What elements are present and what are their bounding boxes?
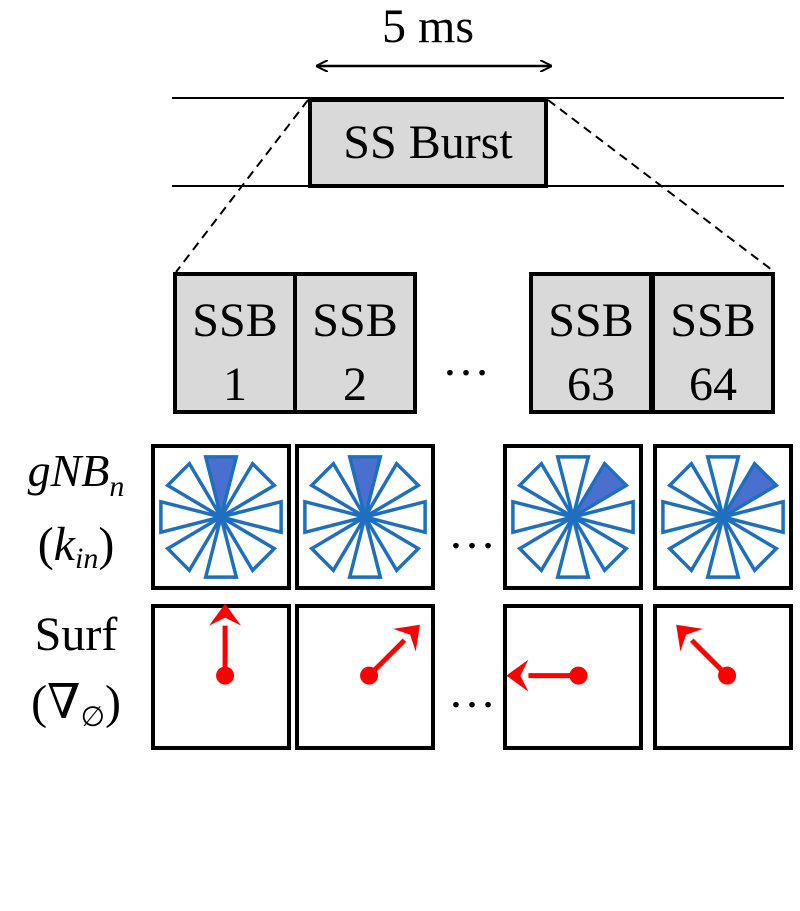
beam <box>572 499 635 535</box>
ssb-title: SSB <box>670 294 755 347</box>
gradient-arrow-head <box>209 603 242 626</box>
beam <box>220 499 283 535</box>
ssb-block-64: SSB 64 <box>651 272 775 414</box>
zoom-line-right <box>547 99 773 271</box>
beam <box>364 499 427 535</box>
active-beam <box>347 455 383 518</box>
ssb-row: SSB 1 SSB 2 SSB 63 SSB 64 <box>173 272 775 414</box>
active-beam <box>721 460 780 519</box>
surface-panel-2 <box>295 604 435 750</box>
kin-label: (kin) <box>38 518 115 575</box>
beam <box>722 499 785 535</box>
beam <box>571 515 630 574</box>
gradient-arrow-head <box>676 624 703 652</box>
beam <box>347 516 383 579</box>
ssb-box <box>651 272 775 414</box>
beam <box>159 499 222 535</box>
beam-panel-1 <box>151 444 291 590</box>
beam-ellipsis: … <box>448 506 496 559</box>
beam-panel-2 <box>295 444 435 590</box>
beam <box>164 460 223 519</box>
beam-row <box>151 444 793 590</box>
gradient-origin-dot <box>360 666 379 685</box>
gnb-label: gNBn <box>28 445 125 503</box>
ssb-block-2: SSB 2 <box>293 272 417 414</box>
ssb-box <box>293 272 417 414</box>
beam <box>203 516 239 579</box>
ssb-box <box>529 272 653 414</box>
beam <box>555 455 591 518</box>
ss-burst-label: SS Burst <box>343 116 513 169</box>
active-beam <box>203 455 239 518</box>
beam-panel-3 <box>503 444 643 590</box>
gradient-origin-dot <box>718 666 737 685</box>
ssb-block-63: SSB 63 <box>529 272 653 414</box>
active-beam <box>571 460 630 519</box>
ss-burst-box <box>308 98 548 188</box>
beam <box>516 515 575 574</box>
surface-panel-1 <box>151 603 291 750</box>
beam <box>219 460 278 519</box>
surface-ellipsis: … <box>448 665 496 718</box>
beam <box>511 499 574 535</box>
gradient-arrow-head <box>506 659 529 692</box>
beam <box>219 515 278 574</box>
beam <box>661 499 724 535</box>
zoom-line-left <box>175 99 309 273</box>
gradient-origin-dot <box>569 666 588 685</box>
surface-panel-3 <box>503 604 643 750</box>
ssb-title: SSB <box>548 294 633 347</box>
beam <box>666 460 725 519</box>
beam <box>516 460 575 519</box>
ssb-ellipsis: … <box>442 333 490 386</box>
beam <box>303 499 366 535</box>
beam <box>721 515 780 574</box>
ssb-title: SSB <box>192 294 277 347</box>
beam <box>363 460 422 519</box>
ssb-number: 64 <box>689 358 737 411</box>
beam-panel-4 <box>653 444 793 590</box>
gradient-label: (∇∅) <box>31 676 121 733</box>
ssb-title: SSB <box>312 294 397 347</box>
gradient-arrow-head <box>393 624 420 652</box>
beam <box>666 515 725 574</box>
surf-label: Surf <box>35 608 118 661</box>
beam <box>164 515 223 574</box>
gradient-origin-dot <box>216 666 235 685</box>
duration-label: 5 ms <box>382 0 474 53</box>
beam <box>363 515 422 574</box>
ssb-number: 2 <box>343 358 367 411</box>
ssb-number: 63 <box>567 358 615 411</box>
surface-row <box>151 603 793 750</box>
beam <box>555 516 591 579</box>
ssb-block-1: SSB 1 <box>173 272 297 414</box>
beam <box>705 455 741 518</box>
beam <box>308 515 367 574</box>
beam <box>308 460 367 519</box>
surface-panel-4 <box>653 604 793 750</box>
ssb-number: 1 <box>223 358 247 411</box>
beam <box>705 516 741 579</box>
